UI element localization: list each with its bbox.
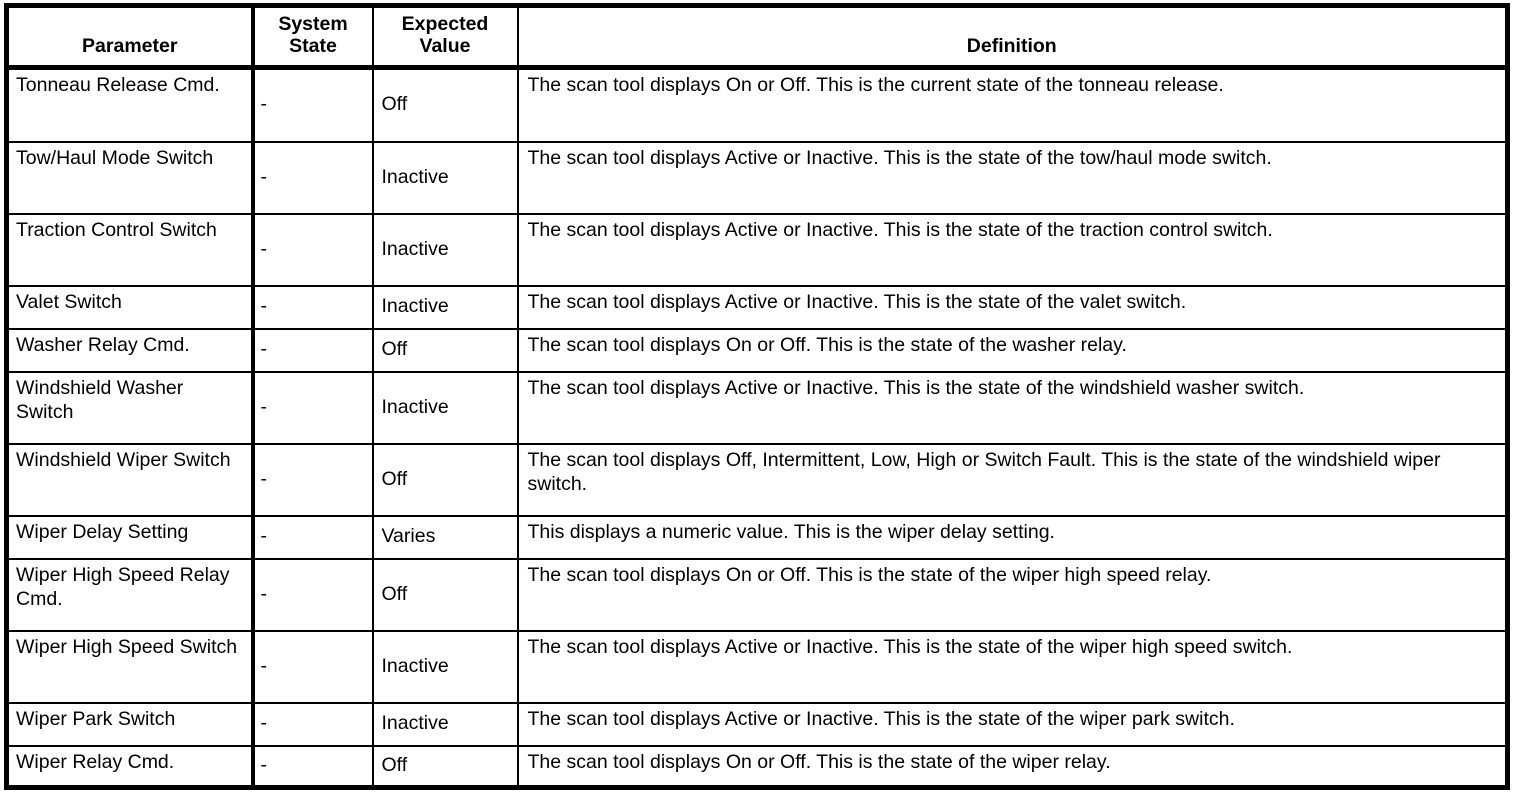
column-header-expected-value-line1: Expected xyxy=(401,13,489,36)
cell-definition: The scan tool displays Off, Intermittent… xyxy=(517,443,1508,517)
cell-parameter: Wiper Park Switch xyxy=(6,702,255,747)
table-row: Wiper High Speed Switch - Inactive The s… xyxy=(6,630,1508,704)
cell-system-state: - xyxy=(252,558,374,632)
cell-system-state: - xyxy=(252,285,374,330)
cell-expected-value: Off xyxy=(372,443,519,517)
cell-definition: The scan tool displays Active or Inactiv… xyxy=(517,141,1508,215)
cell-definition: The scan tool displays Active or Inactiv… xyxy=(517,702,1508,747)
table-row: Traction Control Switch - Inactive The s… xyxy=(6,213,1508,287)
cell-expected-value: Varies xyxy=(372,515,519,560)
column-header-definition: Definition xyxy=(517,5,1508,70)
table-body: Tonneau Release Cmd. - Off The scan tool… xyxy=(6,67,1508,788)
cell-system-state: - xyxy=(252,630,374,704)
table-row: Windshield Washer Switch - Inactive The … xyxy=(6,371,1508,445)
cell-definition: The scan tool displays On or Off. This i… xyxy=(517,328,1508,373)
cell-parameter: Valet Switch xyxy=(6,285,255,330)
cell-definition: The scan tool displays Active or Inactiv… xyxy=(517,285,1508,330)
cell-system-state: - xyxy=(252,515,374,560)
cell-system-state: - xyxy=(252,443,374,517)
cell-expected-value: Off xyxy=(372,558,519,632)
cell-parameter: Tonneau Release Cmd. xyxy=(6,67,255,143)
cell-expected-value: Inactive xyxy=(372,141,519,215)
column-header-system-state-line2: State xyxy=(289,35,337,58)
cell-definition: The scan tool displays On or Off. This i… xyxy=(517,67,1508,143)
table-row: Wiper Delay Setting - Varies This displa… xyxy=(6,515,1508,560)
cell-definition: The scan tool displays On or Off. This i… xyxy=(527,750,1111,773)
cell-definition: This displays a numeric value. This is t… xyxy=(517,515,1508,560)
cell-parameter: Traction Control Switch xyxy=(6,213,255,287)
cell-parameter: Tow/Haul Mode Switch xyxy=(6,141,255,215)
table-row: Wiper High Speed Relay Cmd. - Off The sc… xyxy=(6,558,1508,632)
table-row: Washer Relay Cmd. - Off The scan tool di… xyxy=(6,328,1508,373)
cell-expected-value: Inactive xyxy=(372,702,519,747)
cell-definition: The scan tool displays Active or Inactiv… xyxy=(517,213,1508,287)
column-header-expected-value-line2: Value xyxy=(419,35,471,58)
cell-expected-value: Inactive xyxy=(372,285,519,330)
cell-system-state: - xyxy=(252,371,374,445)
cell-parameter: Windshield Wiper Switch xyxy=(6,443,255,517)
table-row: Windshield Wiper Switch - Off The scan t… xyxy=(6,443,1508,517)
cell-expected-value: Off xyxy=(372,745,519,788)
cell-system-state: - xyxy=(252,745,374,788)
cell-expected-value: Inactive xyxy=(372,630,519,704)
cell-parameter: Wiper Delay Setting xyxy=(6,515,255,560)
cell-expected-value: Inactive xyxy=(372,371,519,445)
cell-system-state: - xyxy=(252,702,374,747)
cell-definition: The scan tool displays Active or Inactiv… xyxy=(517,630,1508,704)
table-row: Wiper Park Switch - Inactive The scan to… xyxy=(6,702,1508,747)
cell-parameter: Windshield Washer Switch xyxy=(6,371,255,445)
table-row: Valet Switch - Inactive The scan tool di… xyxy=(6,285,1508,330)
cell-system-state: - xyxy=(252,328,374,373)
column-header-system-state-line1: System xyxy=(278,13,348,36)
cell-expected-value: Off xyxy=(372,328,519,373)
cell-definition: The scan tool displays Active or Inactiv… xyxy=(517,371,1508,445)
cell-definition: The scan tool displays On or Off. This i… xyxy=(517,558,1508,632)
cell-system-state: - xyxy=(252,213,374,287)
cell-expected-value: Inactive xyxy=(372,213,519,287)
column-header-parameter: Parameter xyxy=(6,5,255,70)
cell-system-state: - xyxy=(252,141,374,215)
cell-parameter: Wiper Relay Cmd. xyxy=(6,745,255,788)
table-row: Tow/Haul Mode Switch - Inactive The scan… xyxy=(6,141,1508,215)
table-row: Wiper Relay Cmd. - Off The scan tool dis… xyxy=(6,745,1508,788)
cell-parameter: Washer Relay Cmd. xyxy=(6,328,255,373)
cell-system-state: - xyxy=(252,67,374,143)
cell-parameter: Wiper High Speed Switch xyxy=(6,630,255,704)
cell-expected-value: Off xyxy=(372,67,519,143)
table-row: Tonneau Release Cmd. - Off The scan tool… xyxy=(6,67,1508,143)
cell-parameter: Wiper High Speed Relay Cmd. xyxy=(6,558,255,632)
